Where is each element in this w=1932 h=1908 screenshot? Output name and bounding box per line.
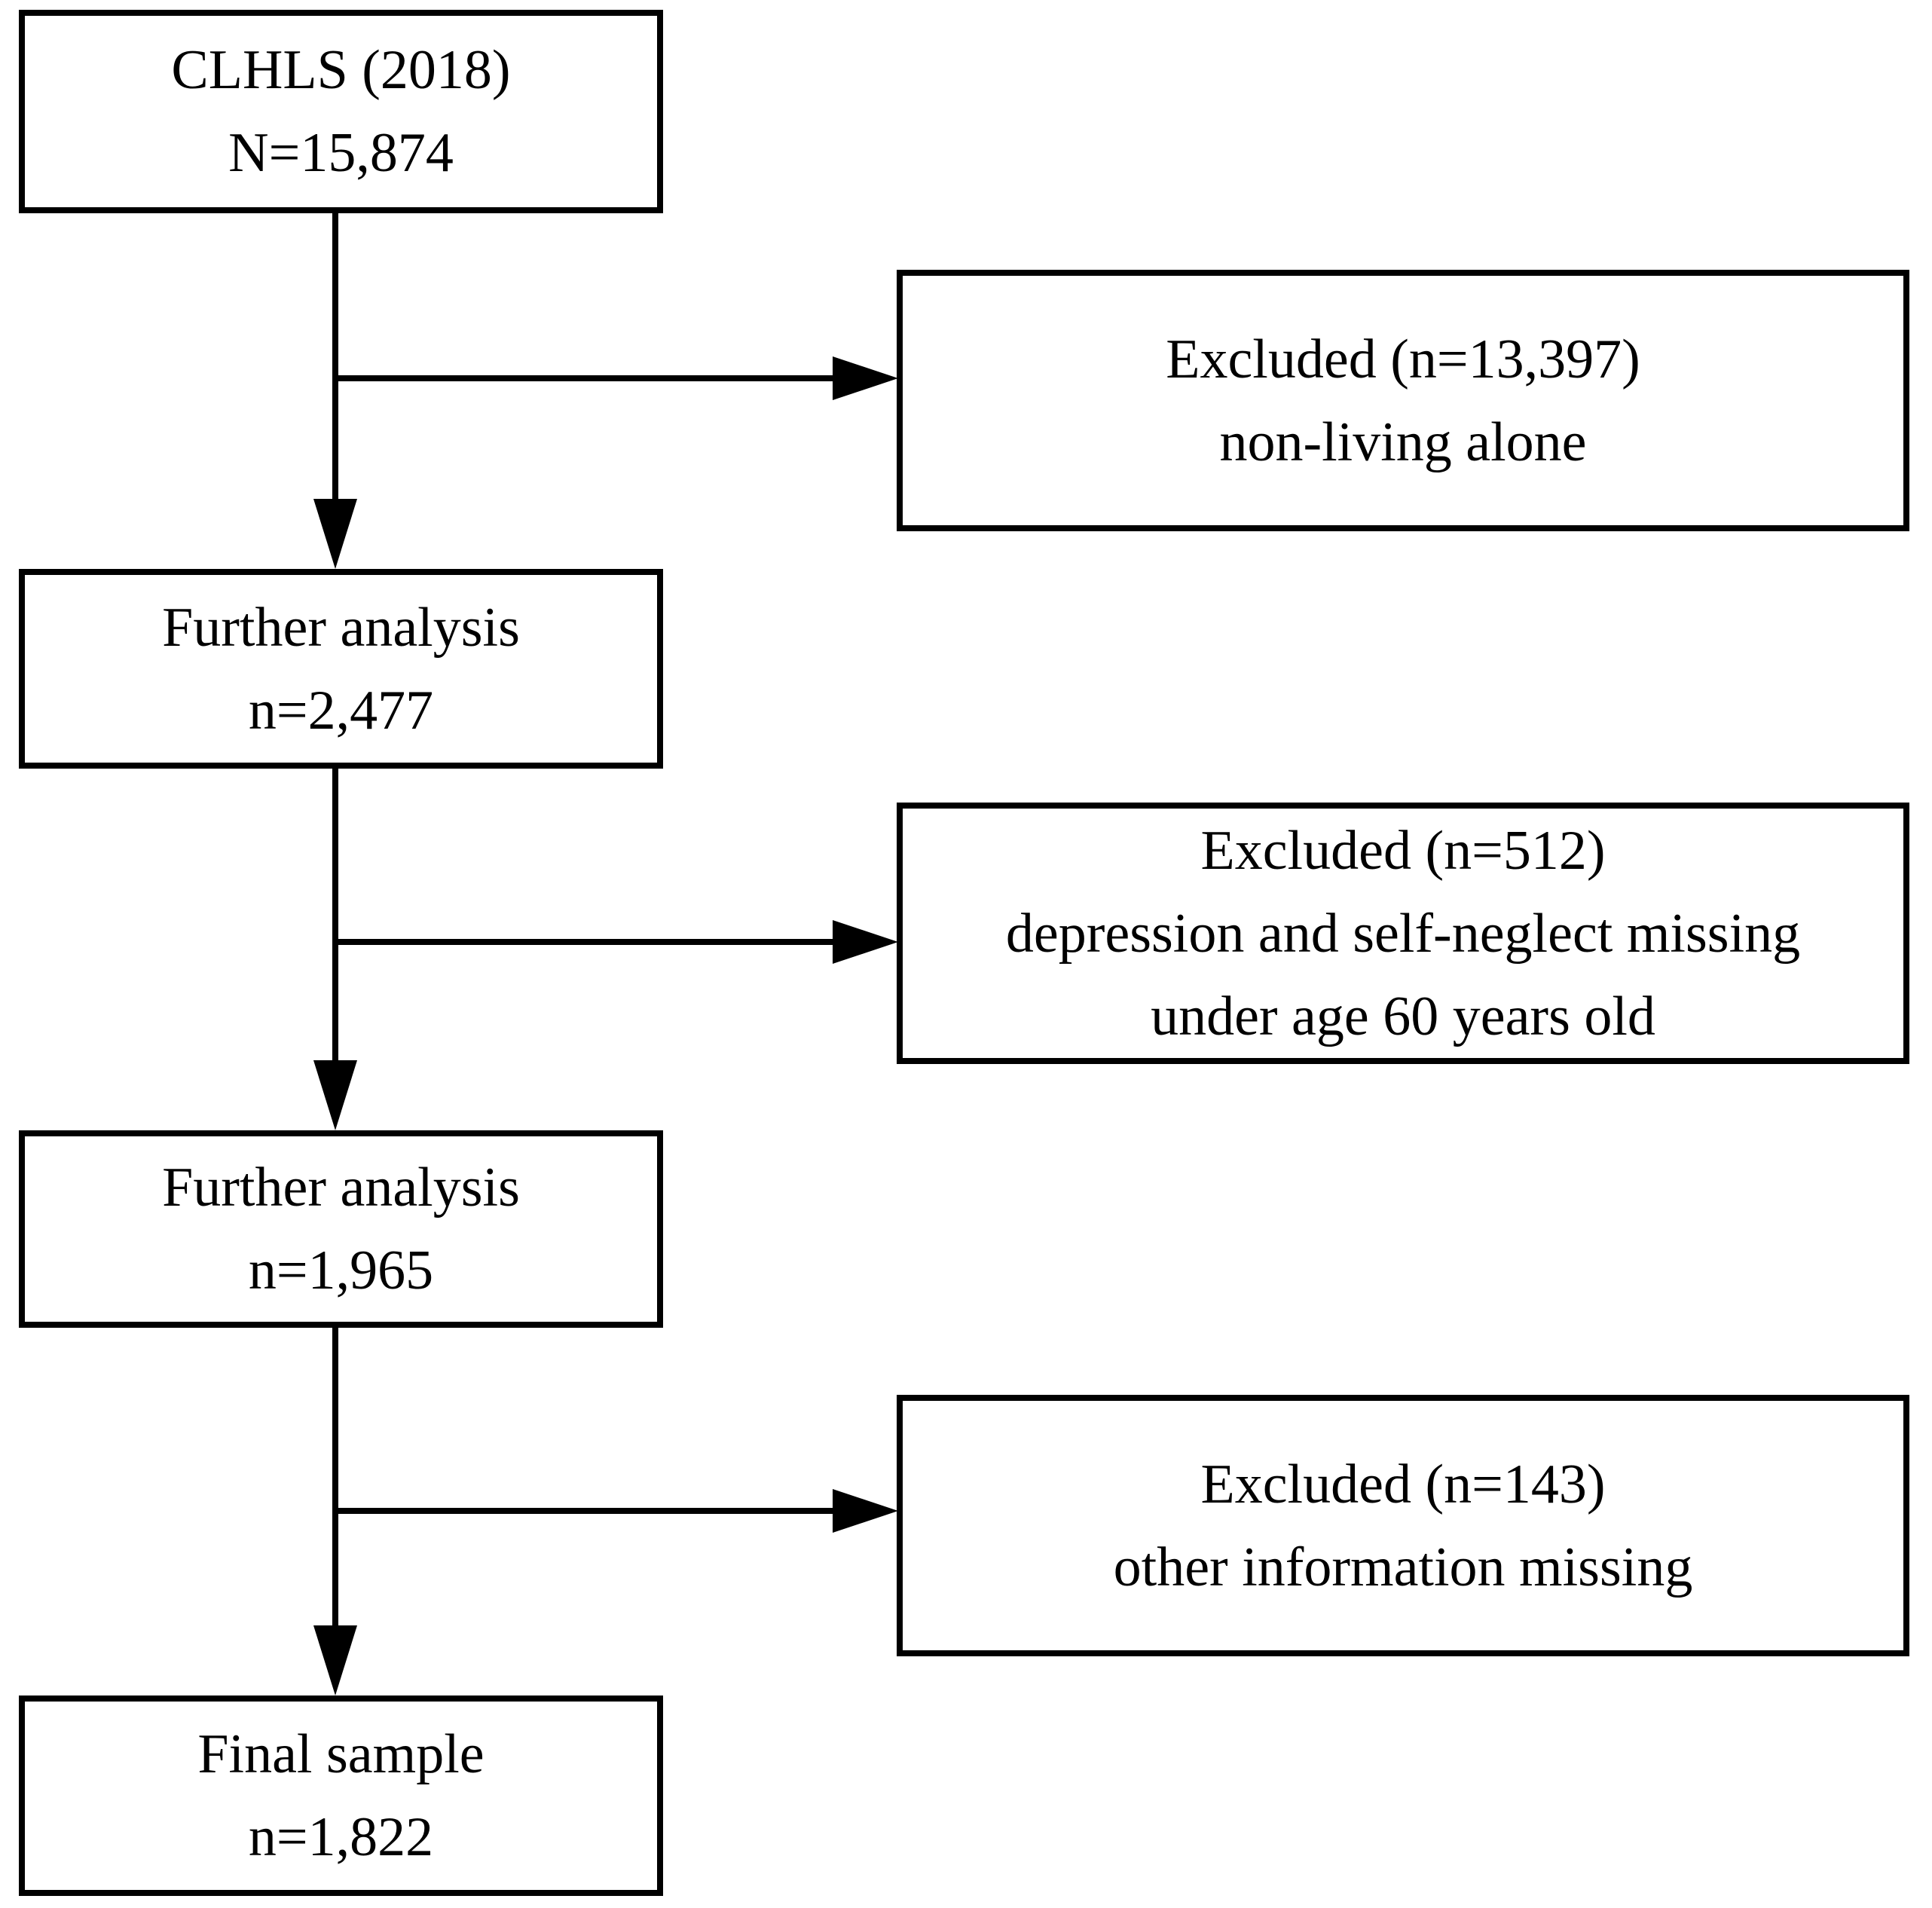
- box-text-line: n=1,965: [248, 1240, 434, 1301]
- box-excluded-depression-self-neglect: Excluded (n=512) depression and self-neg…: [897, 803, 1909, 1064]
- box-text-line: Excluded (n=512): [1200, 819, 1606, 882]
- box-text-line: Final sample: [197, 1723, 485, 1785]
- box-clhls-2018: CLHLS (2018) N=15,874: [19, 10, 663, 213]
- box-further-analysis-1: Further analysis n=2,477: [19, 569, 663, 769]
- box-text-line: n=2,477: [248, 679, 434, 741]
- connector-line-branch-1: [332, 375, 833, 381]
- box-text-line: depression and self-neglect missing: [1005, 902, 1801, 965]
- box-text-line: Excluded (n=143): [1200, 1453, 1606, 1515]
- right-arrowhead-icon: [833, 920, 898, 964]
- box-text-line: N=15,874: [228, 122, 454, 184]
- box-text-line: other information missing: [1113, 1536, 1693, 1598]
- box-text-line: n=1,822: [248, 1806, 434, 1868]
- connector-line-branch-3: [332, 1508, 833, 1514]
- connector-line-vertical-3: [332, 1328, 338, 1625]
- box-further-analysis-2: Further analysis n=1,965: [19, 1130, 663, 1328]
- box-text-line: Further analysis: [162, 1157, 520, 1218]
- down-arrowhead-icon: [313, 499, 357, 569]
- box-text-line: Excluded (n=13,397): [1166, 328, 1640, 390]
- connector-line-branch-2: [332, 939, 833, 945]
- connector-line-vertical-2: [332, 769, 338, 1060]
- box-excluded-non-living-alone: Excluded (n=13,397) non-living alone: [897, 270, 1909, 531]
- box-excluded-other-information: Excluded (n=143) other information missi…: [897, 1395, 1909, 1656]
- right-arrowhead-icon: [833, 1489, 898, 1533]
- box-text-line: Further analysis: [162, 596, 520, 659]
- box-text-line: non-living alone: [1219, 411, 1587, 473]
- down-arrowhead-icon: [313, 1625, 357, 1695]
- connector-line-vertical-1: [332, 213, 338, 499]
- right-arrowhead-icon: [833, 356, 898, 400]
- box-final-sample: Final sample n=1,822: [19, 1695, 663, 1896]
- down-arrowhead-icon: [313, 1060, 357, 1130]
- box-text-line: under age 60 years old: [1151, 985, 1655, 1047]
- box-text-line: CLHLS (2018): [171, 39, 511, 101]
